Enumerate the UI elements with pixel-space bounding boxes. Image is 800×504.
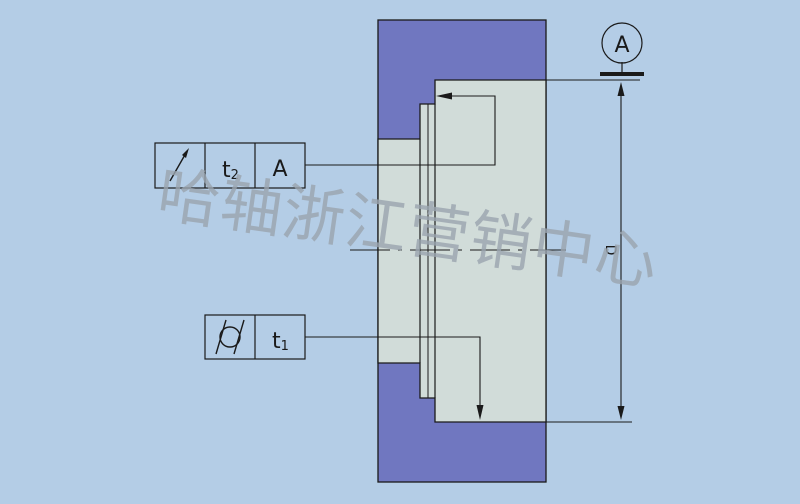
runout-tolerance: t2 xyxy=(222,158,239,183)
datum-circle xyxy=(601,22,643,64)
cylindricity-leader xyxy=(305,336,481,412)
runout-datum-ref: A xyxy=(272,157,287,182)
datum-label: A xyxy=(614,33,629,58)
datum-triangle-base xyxy=(600,72,644,76)
cylindricity-icon xyxy=(215,319,245,355)
circular-runout-arrow-icon xyxy=(169,148,189,182)
cylindricity-leader-arrow xyxy=(476,405,484,420)
runout-feature-control-frame: t2 A xyxy=(154,142,306,189)
cylindricity-tolerance: t1 xyxy=(272,329,289,354)
runout-leader xyxy=(305,95,496,166)
dimension-label: D xyxy=(602,245,618,256)
dimension-arrow-bottom xyxy=(617,406,625,420)
runout-leader-arrow xyxy=(436,92,452,100)
cylindricity-feature-control-frame: t1 xyxy=(204,314,306,360)
dimension-arrow-top xyxy=(617,82,625,96)
